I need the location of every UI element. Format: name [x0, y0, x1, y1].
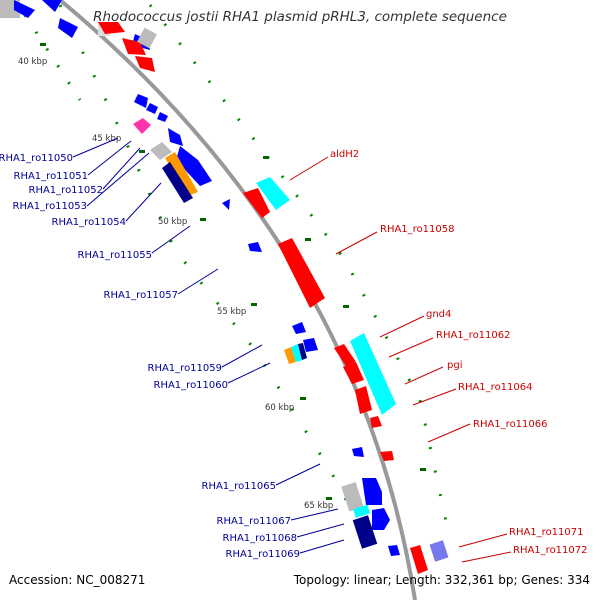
gc-dot-track-inner [58, 4, 367, 536]
gene-label: RHA1_ro11052 [29, 185, 104, 196]
map-title: Rhodococcus jostii RHA1 plasmid pRHL3, c… [93, 9, 507, 25]
gene-arrow [410, 545, 428, 574]
reverse-label-leaders [72, 137, 345, 554]
gene-label: RHA1_ro11066 [473, 419, 548, 430]
gene-cyan [353, 504, 371, 518]
gene-label: RHA1_ro11054 [52, 217, 127, 228]
gene-label: RHA1_ro11067 [217, 516, 292, 527]
gene-label: RHA1_ro11057 [104, 290, 179, 301]
gene-arrow [278, 238, 325, 308]
gene-label: RHA1_ro11071 [509, 527, 584, 538]
gene-arrow [134, 94, 148, 108]
gene-arrow [372, 508, 390, 530]
gene-arrow [388, 545, 400, 556]
gene-label: RHA1_ro11065 [202, 481, 277, 492]
gene-orange [165, 152, 198, 196]
gene-magenta [133, 118, 151, 134]
gene-arrow [168, 128, 183, 146]
gene-lavender [429, 540, 449, 562]
gene-label: RHA1_ro11053 [13, 201, 88, 212]
gene-arrow [176, 146, 212, 186]
gene-gray [150, 142, 172, 160]
gene-label: RHA1_ro11064 [458, 382, 533, 393]
gene-label: RHA1_ro11072 [513, 545, 588, 556]
gene-navy [298, 343, 307, 360]
gene-label: RHA1_ro11069 [226, 549, 301, 560]
gene-label: RHA1_ro11059 [148, 363, 223, 374]
gene-cyan [350, 333, 396, 415]
gene-label: RHA1_ro11051 [14, 171, 89, 182]
gene-arrow [248, 242, 262, 252]
gene-gray [137, 27, 157, 49]
scale-label: 55 kbp [217, 307, 246, 317]
gene-label: RHA1_ro11060 [154, 380, 229, 391]
gene-arrow [355, 386, 372, 414]
gene-arrow [146, 103, 158, 114]
gene-navy [352, 515, 378, 549]
gene-label: RHA1_ro11050 [0, 153, 73, 164]
gene-label: aldH2 [330, 149, 359, 160]
gene-navy [162, 162, 193, 203]
gene-label: RHA1_ro11062 [436, 330, 511, 341]
gene-arrow [334, 344, 356, 366]
reverse-strand-genes[interactable] [0, 0, 449, 562]
gene-arrow [370, 416, 382, 428]
gene-arrow [303, 338, 318, 352]
forward-labels: aldH2 RHA1_ro11058 gnd4 RHA1_ro11062 pgi… [330, 149, 588, 556]
gene-orange [284, 347, 296, 364]
gene-arrow [292, 322, 306, 334]
gene-arrow [157, 112, 168, 122]
scale-label: 65 kbp [304, 501, 333, 511]
gene-arrow [380, 451, 394, 461]
accession-label: Accession: NC_008271 [9, 573, 146, 587]
gene-label: gnd4 [426, 309, 451, 320]
gene-arrow [42, 0, 62, 12]
topology-label: Topology: linear; Length: 332,361 bp; Ge… [293, 573, 590, 587]
gene-arrow [362, 478, 382, 505]
scale-label: 40 kbp [18, 57, 47, 67]
gene-label: pgi [447, 360, 462, 371]
scale-labels: 40 kbp 45 kbp 50 kbp 55 kbp 60 kbp 65 kb… [18, 57, 333, 511]
forward-strand-genes[interactable] [98, 22, 428, 574]
gene-gray [341, 482, 364, 512]
gene-label: RHA1_ro11055 [78, 250, 153, 261]
gene-arrow [135, 56, 155, 72]
gene-arrow [58, 18, 78, 38]
gene-arrow [222, 199, 230, 210]
scale-label: 60 kbp [265, 403, 294, 413]
scale-label: 50 kbp [158, 217, 187, 227]
gene-arrow [343, 362, 364, 384]
gene-cyan [256, 177, 290, 210]
gene-label: RHA1_ro11068 [223, 533, 298, 544]
gene-arrow [98, 22, 125, 34]
gene-cyan [291, 344, 303, 362]
gene-arrow [352, 447, 364, 457]
gene-arrow [14, 0, 35, 18]
forward-label-leaders [289, 156, 512, 563]
gene-arrow [243, 188, 270, 218]
gene-label: RHA1_ro11058 [380, 224, 455, 235]
reverse-labels: RHA1_ro11050 RHA1_ro11051 RHA1_ro11052 R… [0, 153, 300, 560]
scale-ticks [40, 43, 426, 500]
scale-label: 45 kbp [92, 134, 121, 144]
